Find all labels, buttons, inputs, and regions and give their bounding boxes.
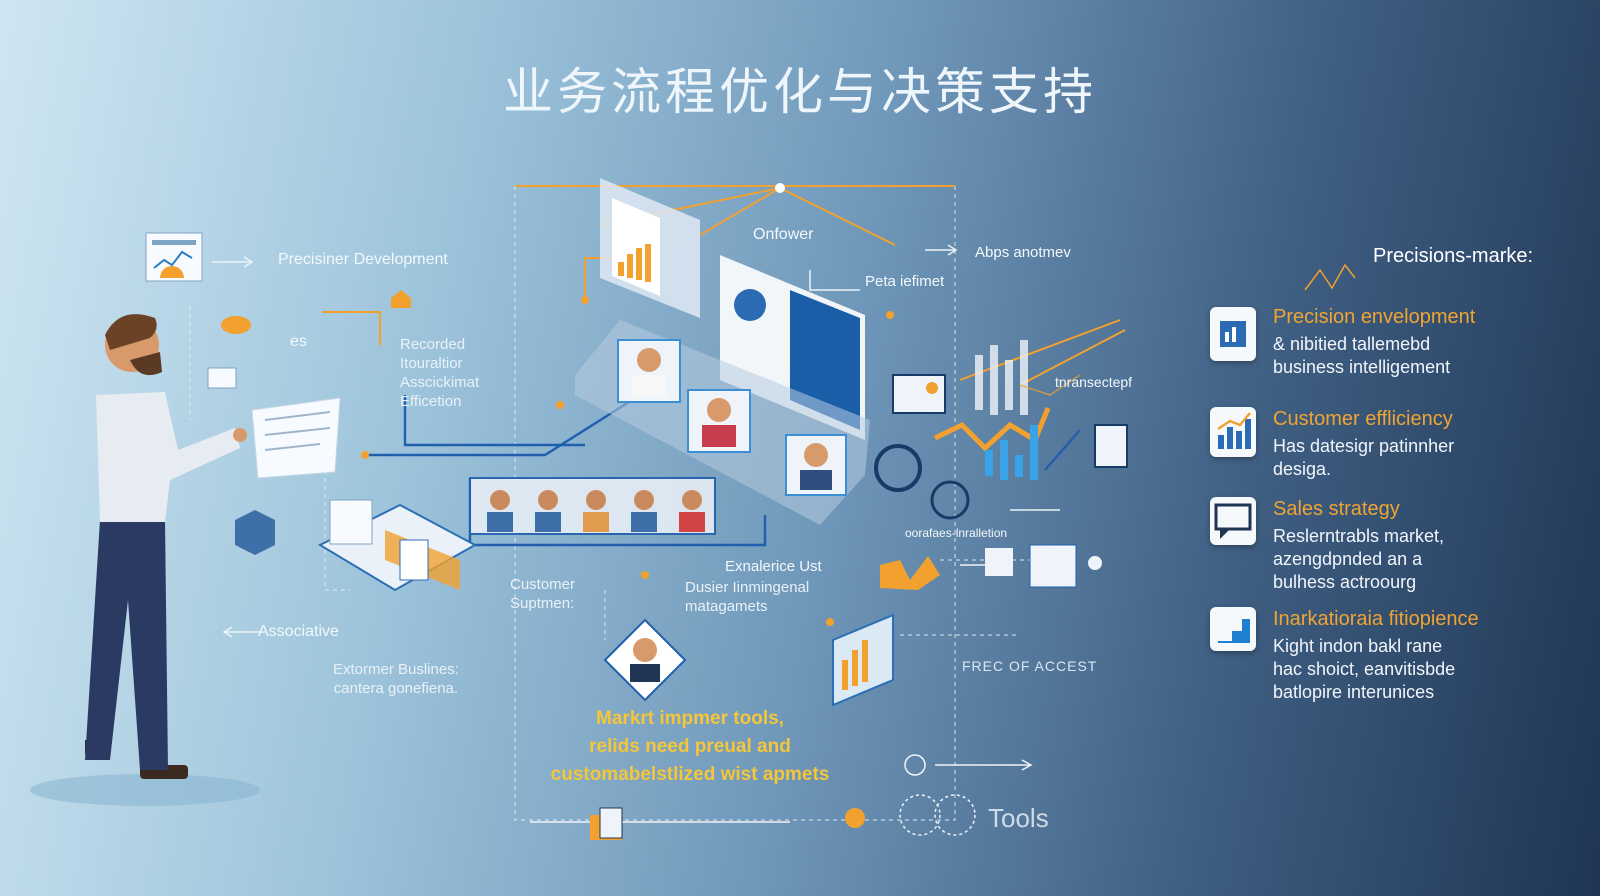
businessman-figure: [30, 314, 341, 806]
label-tools: Tools: [988, 803, 1049, 833]
trend-charts: [874, 340, 1128, 520]
dash-decoration: [1019, 374, 1081, 396]
label-dusier-management: Dusier Iinmingenal matagamets: [685, 579, 810, 615]
label-exnalerice-ust: Exnalerice Ust: [725, 558, 822, 575]
label-peta-iefimet: Peta iefimet: [865, 273, 945, 290]
document-chart-icon: [1210, 307, 1256, 361]
panel-item-title: Precision envelopment: [1273, 306, 1476, 328]
chat-screen-icon: [1210, 497, 1256, 545]
panel-item-title: Inarkatioraia fitiopience: [1273, 608, 1479, 630]
label-precisiner-development: Precisiner Development: [278, 251, 448, 268]
label-es: es: [290, 333, 307, 350]
panel-item-text: Reslerntrabls market, azengdpnded an a b…: [1273, 526, 1445, 592]
panel-item-title: Sales strategy: [1273, 498, 1400, 520]
avatar-cards: [617, 339, 847, 496]
label-frec-of-accest: FREC OF ACCEST: [962, 658, 1098, 674]
label-transectepf: tnransectepf: [1055, 374, 1133, 390]
panel-item-title: Customer effliciency: [1273, 408, 1453, 430]
page-title: 业务流程优化与决策支持: [503, 63, 1097, 121]
report-icon: [145, 232, 203, 282]
panel-item-text: & nibitied tallemebd business intelligem…: [1273, 334, 1451, 377]
lower-icons: [590, 544, 1102, 840]
label-apps-anotmey: Abps anotmev: [975, 244, 1071, 261]
step-chart-icon: [1210, 607, 1256, 651]
bar-chart-icon: [1210, 407, 1256, 457]
panel-item-text: Kight indon bakl rane hac shoict, eanvit…: [1273, 636, 1456, 702]
label-onfower: Onfower: [753, 226, 814, 243]
team-strip: [469, 477, 716, 535]
label-creates-installation: oorafaes-lnralletion: [905, 526, 1008, 540]
label-associative: Associative: [258, 623, 339, 640]
label-extormer-busines: Extormer Buslines: cantera gonefiena.: [333, 661, 459, 697]
panel-item-text: Has datesigr patinnher desiga.: [1273, 436, 1455, 479]
label-customer-suptmen: Customer Suptmen:: [510, 576, 576, 612]
label-market-tools: Markrt impmer tools, relids need preual …: [550, 708, 830, 785]
workstation-platform: [207, 263, 1356, 592]
panel-heading: Precisions-marke:: [1373, 245, 1534, 267]
label-recorded-block: Recorded Itouraltior Asscickimat Efficet…: [400, 336, 480, 410]
